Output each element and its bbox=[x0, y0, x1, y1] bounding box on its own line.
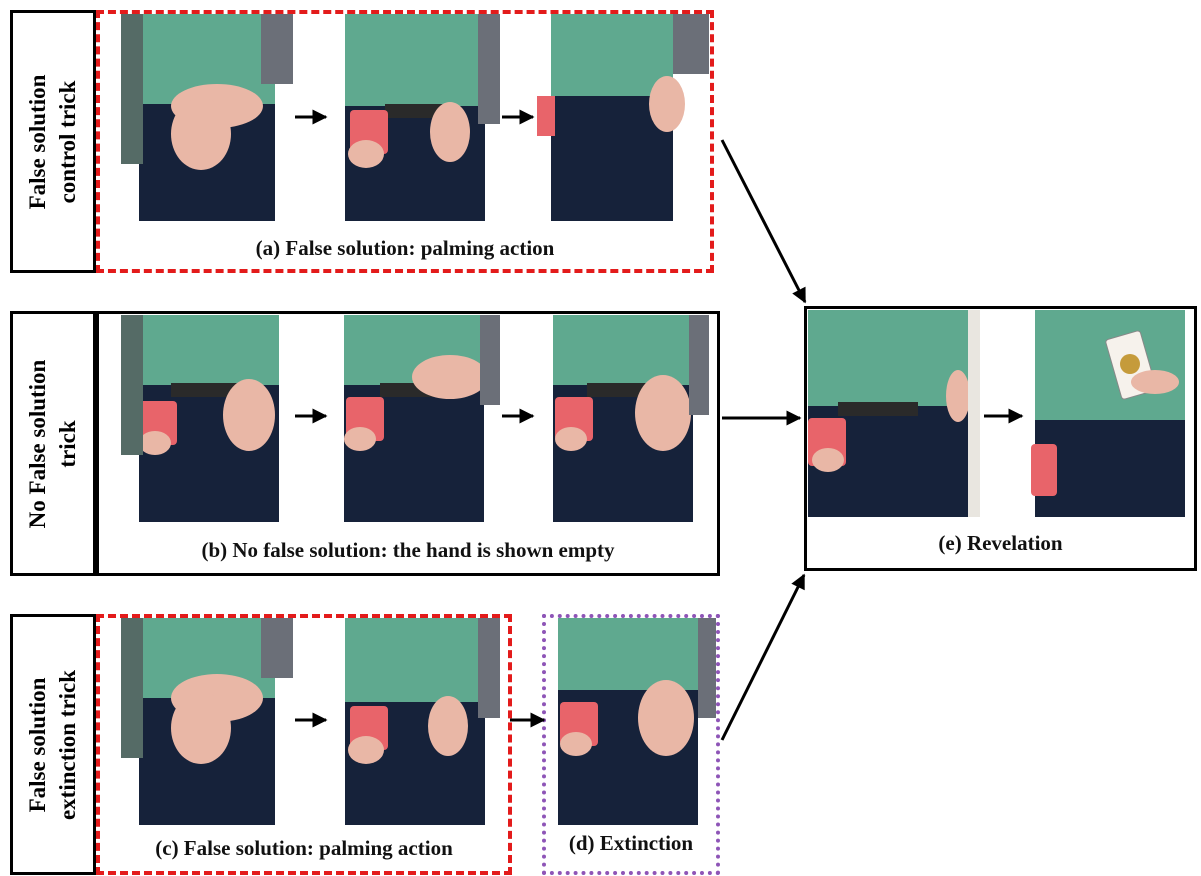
arrow-d-to-e bbox=[722, 575, 804, 740]
arrow-a-to-e bbox=[722, 140, 805, 302]
